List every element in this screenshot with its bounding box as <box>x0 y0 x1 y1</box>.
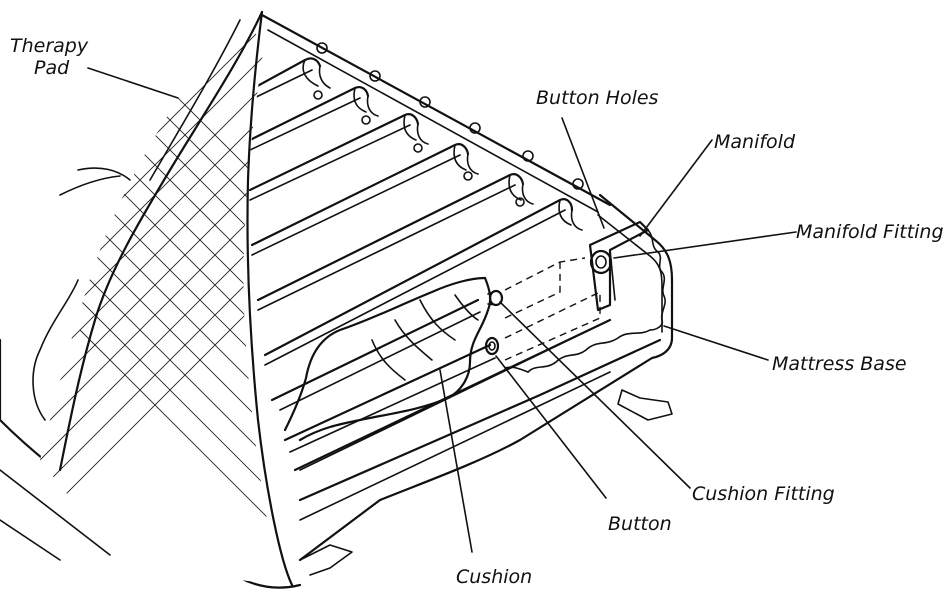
leader-therapy-pad <box>87 67 179 99</box>
hidden-tubing <box>504 257 601 361</box>
leader-button <box>495 355 607 499</box>
lifted-cushion <box>283 276 504 442</box>
therapy-pad <box>32 10 294 587</box>
leader-cushion <box>439 369 473 553</box>
leader-mattress-base <box>663 325 769 361</box>
label-button: Button <box>608 513 672 535</box>
button <box>484 336 500 356</box>
label-therapy-pad-line2: Pad <box>34 57 70 79</box>
label-manifold: Manifold <box>714 131 796 153</box>
label-button-holes: Button Holes <box>536 87 659 109</box>
manifold-plate <box>504 220 666 373</box>
leader-cushion-fitting <box>499 301 691 489</box>
label-therapy-pad-line1: Therapy <box>10 35 89 57</box>
labels: Therapy Pad Button Holes Manifold Manifo… <box>10 35 944 588</box>
cushion-rows <box>248 13 612 472</box>
leader-lines <box>87 67 797 553</box>
label-manifold-fitting: Manifold Fitting <box>796 221 944 243</box>
leader-manifold <box>639 139 713 237</box>
leader-button-holes <box>561 117 605 229</box>
label-mattress-base: Mattress Base <box>772 353 907 375</box>
label-cushion-fitting: Cushion Fitting <box>692 483 835 505</box>
leader-manifold-fitting <box>613 231 797 259</box>
manifold-fitting <box>589 249 613 275</box>
label-cushion: Cushion <box>456 566 532 588</box>
